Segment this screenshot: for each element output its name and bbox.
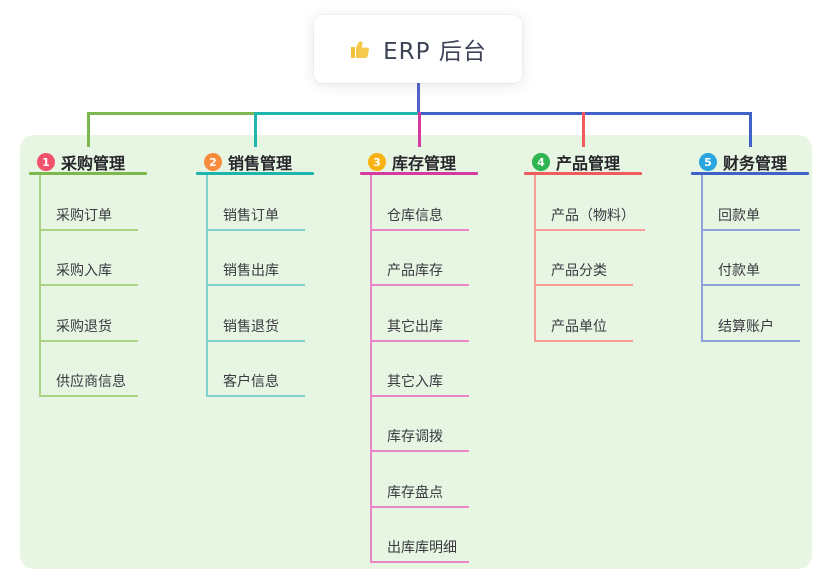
branch-drop-line-4 — [582, 112, 585, 147]
branch-underline — [196, 172, 314, 175]
mindmap-node[interactable]: 回款单 — [701, 205, 800, 231]
branch-1: 1 采购管理采购订单采购入库采购退货供应商信息 — [29, 0, 147, 588]
branches-panel — [20, 135, 812, 569]
node-label: 库存盘点 — [387, 484, 443, 501]
branch-spine-line — [701, 175, 703, 341]
mindmap-node[interactable]: 库存盘点 — [370, 482, 469, 508]
branch-underline — [691, 172, 809, 175]
mindmap-node[interactable]: 采购入库 — [39, 260, 138, 287]
node-label: 出库库明细 — [387, 539, 457, 556]
branch-title-4[interactable]: 4 产品管理 — [532, 150, 620, 174]
node-label: 其它入库 — [387, 373, 443, 390]
branch-label: 采购管理 — [61, 154, 126, 173]
node-label: 结算账户 — [718, 318, 774, 335]
node-label: 客户信息 — [223, 373, 279, 390]
mindmap-node[interactable]: 供应商信息 — [39, 371, 138, 397]
node-label: 销售出库 — [223, 263, 279, 280]
thumbs-up-icon — [351, 41, 370, 58]
branch-drop-line-1 — [87, 112, 90, 147]
node-label: 产品库存 — [387, 263, 443, 280]
branch-title-3[interactable]: 3 库存管理 — [368, 150, 456, 174]
mindmap-node[interactable]: 产品库存 — [370, 260, 469, 287]
branch-spine-line — [534, 175, 536, 341]
mindmap-node[interactable]: 采购订单 — [39, 205, 138, 231]
mindmap-node[interactable]: 销售订单 — [206, 205, 305, 231]
branch-title-1[interactable]: 1 采购管理 — [37, 150, 125, 174]
node-label: 仓库信息 — [387, 208, 443, 224]
mindmap-node[interactable]: 结算账户 — [701, 316, 800, 342]
node-label: 库存调拨 — [387, 429, 443, 446]
node-label: 付款单 — [718, 263, 760, 280]
bus-segment-right — [418, 112, 752, 115]
node-label: 产品（物料） — [551, 208, 635, 224]
node-label: 产品单位 — [551, 318, 607, 335]
bus-segment-left — [87, 112, 255, 115]
branch-underline — [360, 172, 478, 175]
node-label: 采购退货 — [56, 318, 112, 335]
branch-number-badge: 2 — [204, 153, 222, 171]
branch-drop-line-2 — [254, 112, 257, 147]
mindmap-node[interactable]: 客户信息 — [206, 371, 305, 397]
root-stem-line — [417, 83, 420, 115]
mindmap-node[interactable]: 产品（物料） — [534, 205, 645, 231]
branch-label: 库存管理 — [392, 154, 457, 173]
branch-5: 5 财务管理回款单付款单结算账户 — [691, 0, 809, 588]
mindmap-node[interactable]: 销售退货 — [206, 316, 305, 342]
branch-drop-line-5 — [749, 112, 752, 147]
branch-spine-line — [370, 175, 372, 562]
node-label: 回款单 — [718, 208, 760, 224]
branch-number-badge: 3 — [368, 153, 386, 171]
branch-title-2[interactable]: 2 销售管理 — [204, 150, 292, 174]
root-node[interactable]: ERP 后台 — [314, 15, 522, 83]
node-label: 采购入库 — [56, 263, 112, 280]
branch-4: 4 产品管理产品（物料） 产品分类产品单位 — [524, 0, 645, 588]
mindmap-node[interactable]: 采购退货 — [39, 316, 138, 342]
mindmap-node[interactable]: 其它入库 — [370, 371, 469, 397]
node-label: 供应商信息 — [56, 373, 126, 390]
branch-number-badge: 4 — [532, 153, 550, 171]
mindmap-node[interactable]: 出库库明细 — [370, 537, 469, 563]
branch-3: 3 库存管理仓库信息产品库存其它出库其它入库库存调拨库存盘点出库库明细 — [360, 0, 478, 588]
branch-2: 2 销售管理销售订单销售出库销售退货客户信息 — [196, 0, 314, 588]
bus-segment-middle — [255, 112, 418, 115]
branch-underline — [524, 172, 642, 175]
branch-number-badge: 1 — [37, 153, 55, 171]
branch-underline — [29, 172, 147, 175]
mindmap-node[interactable]: 产品分类 — [534, 260, 633, 287]
branch-number-badge: 5 — [699, 153, 717, 171]
mindmap-node[interactable]: 产品单位 — [534, 316, 633, 342]
node-label: 销售订单 — [223, 208, 279, 224]
branch-label: 财务管理 — [723, 154, 788, 173]
mindmap-node[interactable]: 付款单 — [701, 260, 800, 287]
branch-title-5[interactable]: 5 财务管理 — [699, 150, 787, 174]
mindmap-node[interactable]: 库存调拨 — [370, 426, 469, 453]
mindmap-node[interactable]: 销售出库 — [206, 260, 305, 287]
branch-label: 产品管理 — [556, 154, 621, 173]
node-label: 销售退货 — [223, 318, 279, 335]
mindmap-node[interactable]: 仓库信息 — [370, 205, 469, 231]
mindmap-node[interactable]: 其它出库 — [370, 316, 469, 342]
node-label: 采购订单 — [56, 208, 112, 224]
branch-label: 销售管理 — [228, 154, 293, 173]
node-label: 产品分类 — [551, 263, 607, 280]
node-label: 其它出库 — [387, 318, 443, 335]
branch-drop-line-3 — [418, 112, 421, 147]
root-label: ERP 后台 — [383, 39, 487, 65]
